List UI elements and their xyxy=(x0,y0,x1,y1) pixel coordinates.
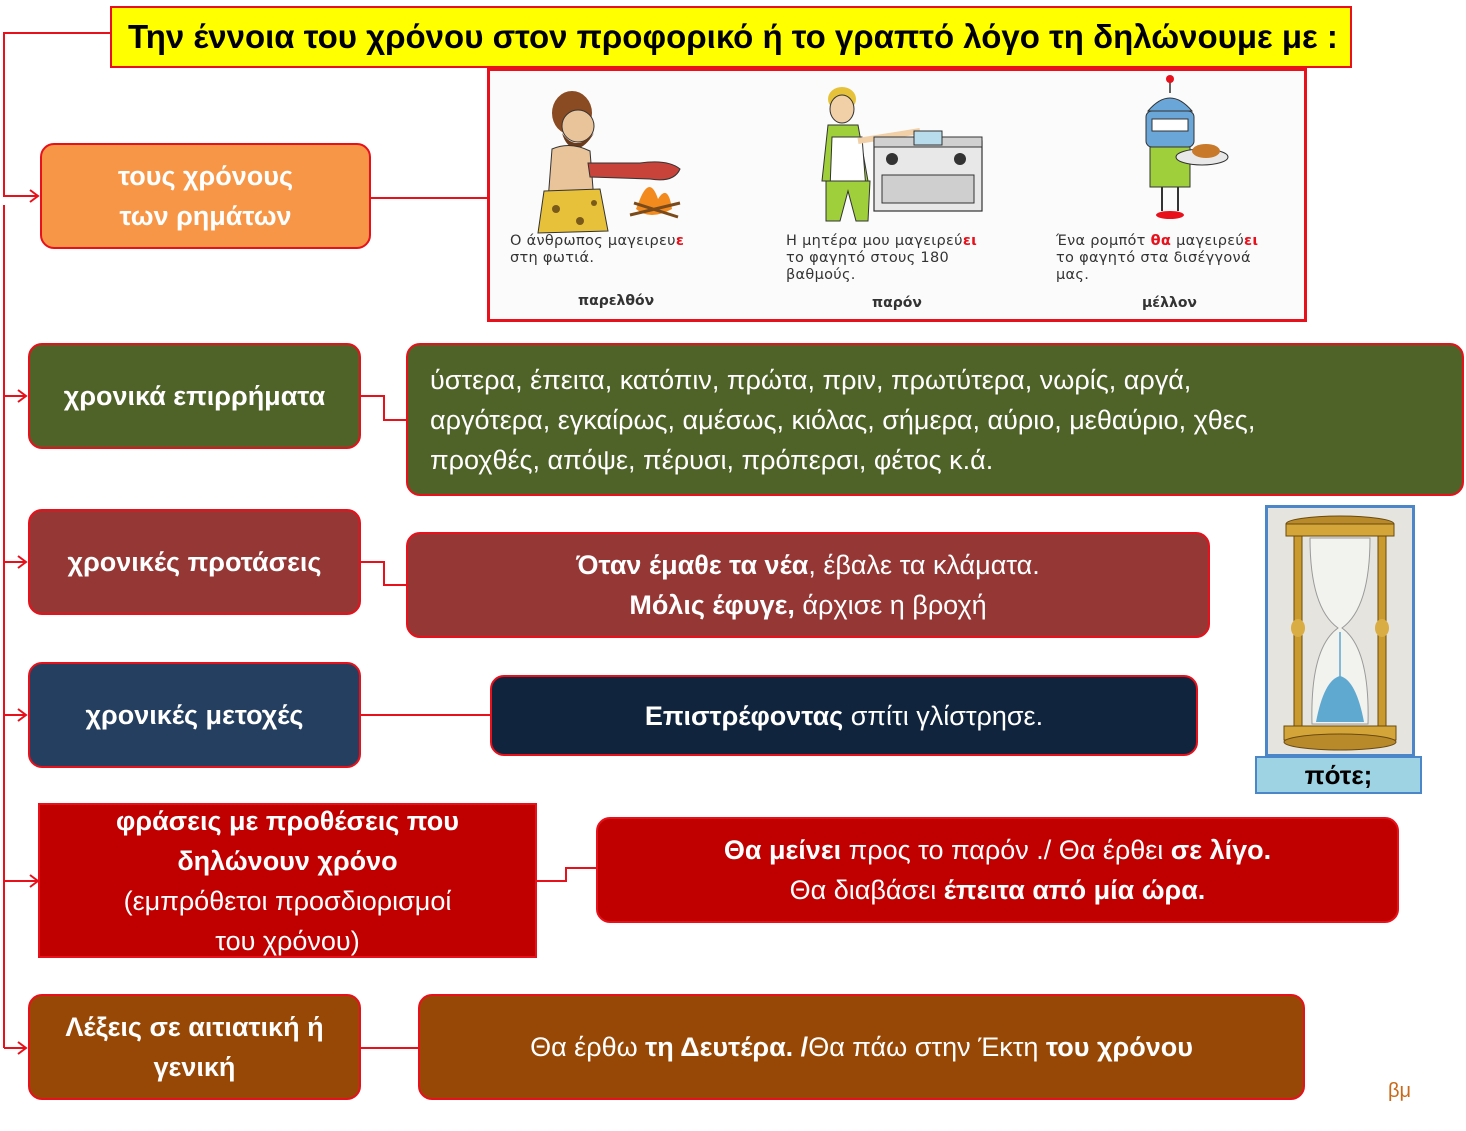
category-adverbs: χρονικά επιρρήματα xyxy=(28,343,361,449)
acc-start: Θα έρθω xyxy=(530,1032,646,1062)
adverbs-example-line3: προχθές, απόψε, πέρυσι, πρόπερσι, φέτος … xyxy=(430,444,994,475)
acc-bold-2: του χρόνου xyxy=(1045,1032,1193,1062)
verb-tenses-line1: τους χρόνους xyxy=(117,161,294,191)
present-label: παρόν xyxy=(872,295,922,311)
category-clauses: χρονικές προτάσεις xyxy=(28,509,361,615)
mother-drawing xyxy=(821,87,983,222)
category-prepositions: φράσεις με προθέσεις που δηλώνουν χρόνο … xyxy=(38,803,537,958)
example-prepositions: Θα μείνει προς το παρόν ./ Θα έρθει σε λ… xyxy=(596,817,1399,923)
clauses-example-line1: Όταν έμαθε τα νέα, έβαλε τα κλάματα. xyxy=(576,545,1039,585)
clauses-example-line2: Μόλις έφυγε, άρχισε η βροχή xyxy=(576,585,1039,625)
future-caption-will: θα xyxy=(1150,233,1172,249)
prepositions-line1: φράσεις με προθέσεις που xyxy=(116,805,459,836)
prep-start: Θα διαβάσει xyxy=(789,875,944,905)
prepositions-example-line2: Θα διαβάσει έπειτα από μία ώρα. xyxy=(724,870,1271,910)
prepositions-line2: δηλώνουν χρόνο xyxy=(177,845,398,876)
hourglass-image xyxy=(1265,505,1415,757)
past-caption-line2: στη φωτιά. xyxy=(510,250,595,266)
past-caption-start: Ο άνθρωπος μαγειρευ xyxy=(510,233,676,249)
prepositions-line4: του χρόνου) xyxy=(215,925,360,956)
clauses-bold-1: Όταν έμαθε τα νέα xyxy=(576,550,809,580)
future-caption-ending: ει xyxy=(1244,233,1259,249)
prep-bold-2: σε λίγο. xyxy=(1170,835,1272,865)
example-adverbs: ύστερα, έπειτα, κατόπιν, πρώτα, πριν, πρ… xyxy=(406,343,1464,496)
author-signature: βμ xyxy=(1388,1080,1412,1102)
present-caption-line3: βαθμούς. xyxy=(786,267,856,283)
past-label: παρελθόν xyxy=(578,293,655,309)
when-question: πότε; xyxy=(1255,756,1422,794)
future-label: μέλλον xyxy=(1142,295,1197,311)
present-caption: Η μητέρα μου μαγειρεύει το φαγητό στους … xyxy=(786,233,977,284)
acc-bold-1: τη Δευτέρα. / xyxy=(645,1032,809,1062)
past-caption: Ο άνθρωπος μαγειρευε στη φωτιά. xyxy=(510,233,684,267)
prep-mid: προς το παρόν ./ Θα έρθει xyxy=(841,835,1171,865)
clauses-rest-1: , έβαλε τα κλάματα. xyxy=(808,550,1040,580)
hourglass-icon xyxy=(1268,508,1412,754)
category-verb-tenses: τους χρόνους των ρημάτων xyxy=(40,143,371,249)
adverbs-example-line2: αργότερα, εγκαίρως, αμέσως, κιόλας, σήμε… xyxy=(430,404,1256,435)
clauses-label: χρονικές προτάσεις xyxy=(67,547,322,577)
present-caption-line2: το φαγητό στους 180 xyxy=(786,250,949,266)
present-caption-start: Η μητέρα μου μαγειρεύ xyxy=(786,233,963,249)
example-participles: Επιστρέφοντας σπίτι γλίστρησε. xyxy=(490,675,1198,756)
verb-tenses-line2: των ρημάτων xyxy=(119,201,292,231)
category-participles: χρονικές μετοχές xyxy=(28,662,361,768)
past-caption-ending: ε xyxy=(675,233,685,249)
prep-bold-1: Θα μείνει xyxy=(723,835,842,865)
prepositions-line3: (εμπρόθετοι προσδιορισμοί xyxy=(123,885,452,916)
future-caption-mid: μαγειρεύ xyxy=(1171,233,1245,249)
page-title: Την έννοια του χρόνου στον προφορικό ή τ… xyxy=(110,6,1352,68)
accusative-line2: γενική xyxy=(153,1052,236,1082)
caveman-drawing xyxy=(537,91,681,234)
adverbs-label: χρονικά επιρρήματα xyxy=(63,381,326,411)
category-accusative: Λέξεις σε αιτιατική ή γενική xyxy=(28,994,361,1100)
clauses-rest-2: άρχισε η βροχή xyxy=(794,590,987,620)
tense-illustration: Ο άνθρωπος μαγειρευε στη φωτιά. παρελθόν… xyxy=(487,68,1307,322)
example-clauses: Όταν έμαθε τα νέα, έβαλε τα κλάματα. Μόλ… xyxy=(406,532,1210,638)
prep-bold-3: έπειτα από μία ώρα. xyxy=(943,875,1206,905)
example-accusative: Θα έρθω τη Δευτέρα. /Θα πάω στην Έκτη το… xyxy=(418,994,1305,1100)
participles-bold: Επιστρέφοντας xyxy=(644,700,844,731)
present-caption-ending: ει xyxy=(962,233,978,249)
adverbs-example-line1: ύστερα, έπειτα, κατόπιν, πρώτα, πριν, πρ… xyxy=(430,364,1192,395)
accusative-line1: Λέξεις σε αιτιατική ή xyxy=(65,1012,324,1042)
clauses-bold-2: Μόλις έφυγε, xyxy=(629,590,795,620)
future-caption-line2: το φαγητό στα δισέγγονά xyxy=(1056,250,1251,266)
robot-drawing xyxy=(1145,75,1229,219)
future-caption: Ένα ρομπότ θα μαγειρεύει το φαγητό στα δ… xyxy=(1056,233,1258,284)
participles-rest: σπίτι γλίστρησε. xyxy=(843,700,1044,731)
future-caption-start: Ένα ρομπότ xyxy=(1056,233,1151,249)
participles-label: χρονικές μετοχές xyxy=(85,700,304,730)
future-caption-line3: μας. xyxy=(1056,267,1090,283)
cooking-drawings xyxy=(537,75,1229,234)
acc-mid: Θα πάω στην Έκτη xyxy=(808,1032,1046,1062)
prepositions-example-line1: Θα μείνει προς το παρόν ./ Θα έρθει σε λ… xyxy=(724,830,1271,870)
